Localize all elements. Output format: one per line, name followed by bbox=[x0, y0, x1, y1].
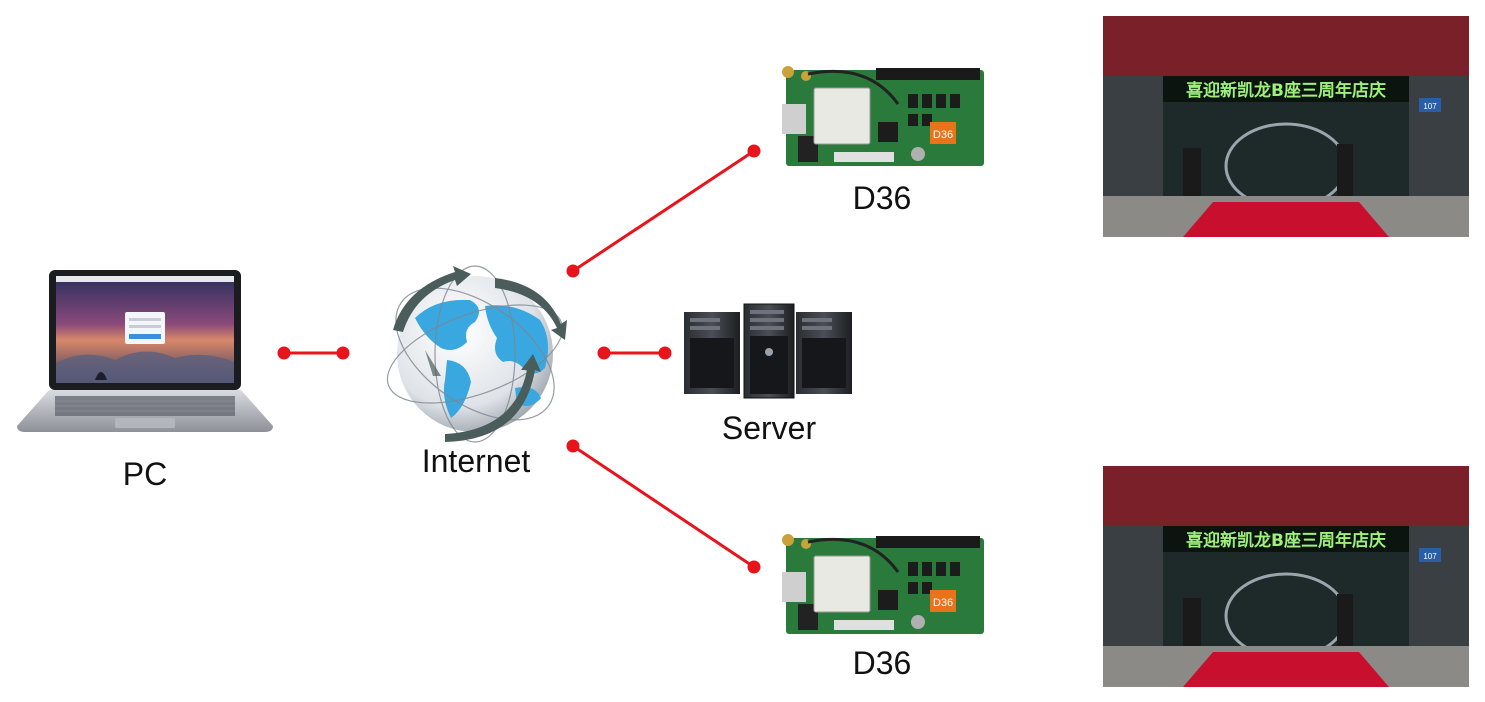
link-dot bbox=[277, 346, 291, 360]
link-internet-controller-top bbox=[572, 149, 755, 273]
internet-label: Internet bbox=[421, 443, 531, 479]
link-dot bbox=[566, 264, 580, 278]
pc-label: PC bbox=[122, 456, 168, 492]
controller-chip-text: D36 bbox=[933, 129, 953, 141]
server-tower-icon bbox=[684, 303, 852, 399]
controller-chip-text: D36 bbox=[933, 597, 953, 609]
door-plate-text: 107 bbox=[1423, 552, 1437, 561]
door-plate-text: 107 bbox=[1423, 102, 1437, 111]
link-dot bbox=[747, 560, 761, 574]
controller-top-label: D36 bbox=[852, 180, 912, 216]
server-node bbox=[680, 300, 856, 400]
led-display-photo-icon: 喜迎新凯龙B座三周年店庆 107 bbox=[1103, 16, 1469, 237]
laptop-icon bbox=[17, 270, 273, 432]
link-dot bbox=[566, 439, 580, 453]
pc-node bbox=[15, 268, 275, 438]
controller-bottom-label: D36 bbox=[852, 645, 912, 681]
led-sign-text: 喜迎新凯龙B座三周年店庆 bbox=[1186, 530, 1386, 551]
globe-icon bbox=[386, 265, 567, 443]
led-sign-text: 喜迎新凯龙B座三周年店庆 bbox=[1186, 80, 1386, 101]
display-bottom-photo: 喜迎新凯龙B座三周年店庆 107 bbox=[1103, 466, 1469, 687]
controller-top-node: D36 bbox=[778, 64, 988, 170]
internet-node bbox=[375, 258, 575, 448]
link-dot bbox=[747, 144, 761, 158]
link-dot bbox=[597, 346, 611, 360]
link-dot bbox=[658, 346, 672, 360]
link-dot bbox=[336, 346, 350, 360]
server-label: Server bbox=[721, 410, 817, 446]
display-top-photo: 喜迎新凯龙B座三周年店庆 107 bbox=[1103, 16, 1469, 237]
link-internet-controller-bottom bbox=[572, 444, 755, 569]
controller-bottom-node: D36 bbox=[778, 532, 988, 638]
led-display-photo-icon: 喜迎新凯龙B座三周年店庆 107 bbox=[1103, 466, 1469, 687]
controller-board-icon: D36 bbox=[782, 66, 984, 166]
controller-board-icon: D36 bbox=[782, 534, 984, 634]
